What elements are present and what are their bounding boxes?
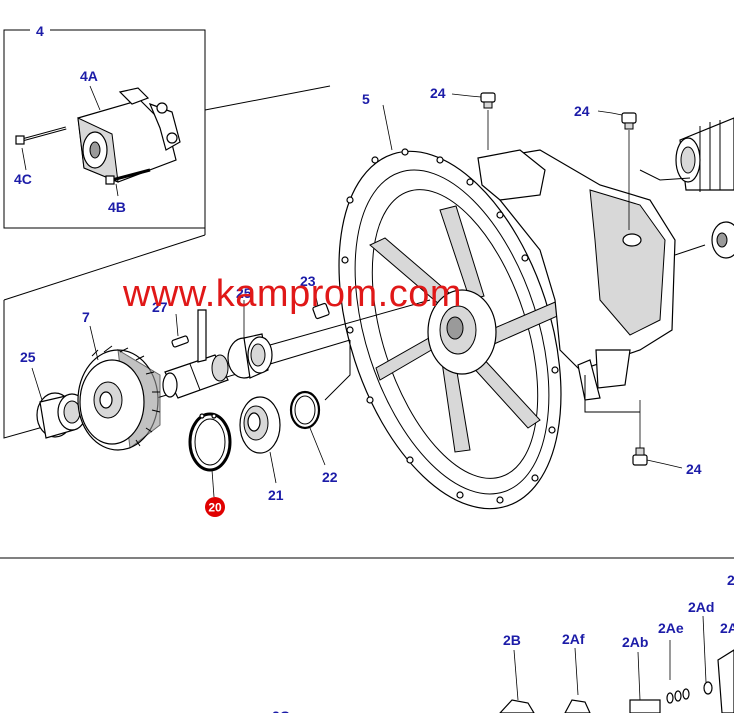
label-2a: 2A [720,620,734,636]
input-shaft [162,309,229,399]
key-27 [171,335,189,348]
label-27: 27 [152,299,168,315]
output-shaft-parts [639,117,734,259]
label-4b: 4B [108,199,126,215]
label-24-bottom: 24 [686,461,702,477]
plug-24-top [480,92,496,150]
label-24-top: 24 [430,85,446,101]
leader-lines [21,85,683,469]
pump-4a [77,87,181,183]
plug-24-bottom [632,400,648,466]
label-2: 2 [727,572,734,588]
bolt-4c [15,126,67,145]
label-21: 21 [268,487,284,503]
label-24-right: 24 [574,103,590,119]
label-4c: 4C [14,171,32,187]
snap-ring-20 [188,412,232,498]
label-5: 5 [362,91,370,107]
inset-box-pump [3,29,331,301]
watermark-text: www.kamprom.com [122,273,462,315]
gear-7 [77,345,161,451]
label-4: 4 [36,23,44,39]
label-2b: 2B [503,632,521,648]
label-2ae: 2Ae [658,620,684,636]
bottom-section-parts [499,615,734,713]
label-20: 20 [208,501,222,515]
bolt-4b [105,168,151,185]
label-23: 23 [300,273,316,289]
label-20-highlight: 20 [205,497,225,517]
label-25-right: 25 [236,285,252,301]
label-22: 22 [322,469,338,485]
plug-24-right [621,112,637,230]
seal-21 [239,396,281,484]
label-25-left: 25 [20,349,36,365]
flange-bolt-holes [341,148,559,504]
label-2c: 2C [272,708,290,713]
label-4a: 4A [80,68,98,84]
label-2af: 2Af [562,631,585,647]
plug-23 [312,302,330,320]
label-2ab: 2Ab [622,634,648,650]
label-7: 7 [82,309,90,325]
ring-22 [289,390,326,466]
bearing-25-right [227,333,273,379]
housing-5 [338,148,676,510]
label-2ad: 2Ad [688,599,714,615]
part-labels: 4 4A 4C 4B 5 24 24 24 23 27 25 7 25 21 2… [14,23,734,713]
